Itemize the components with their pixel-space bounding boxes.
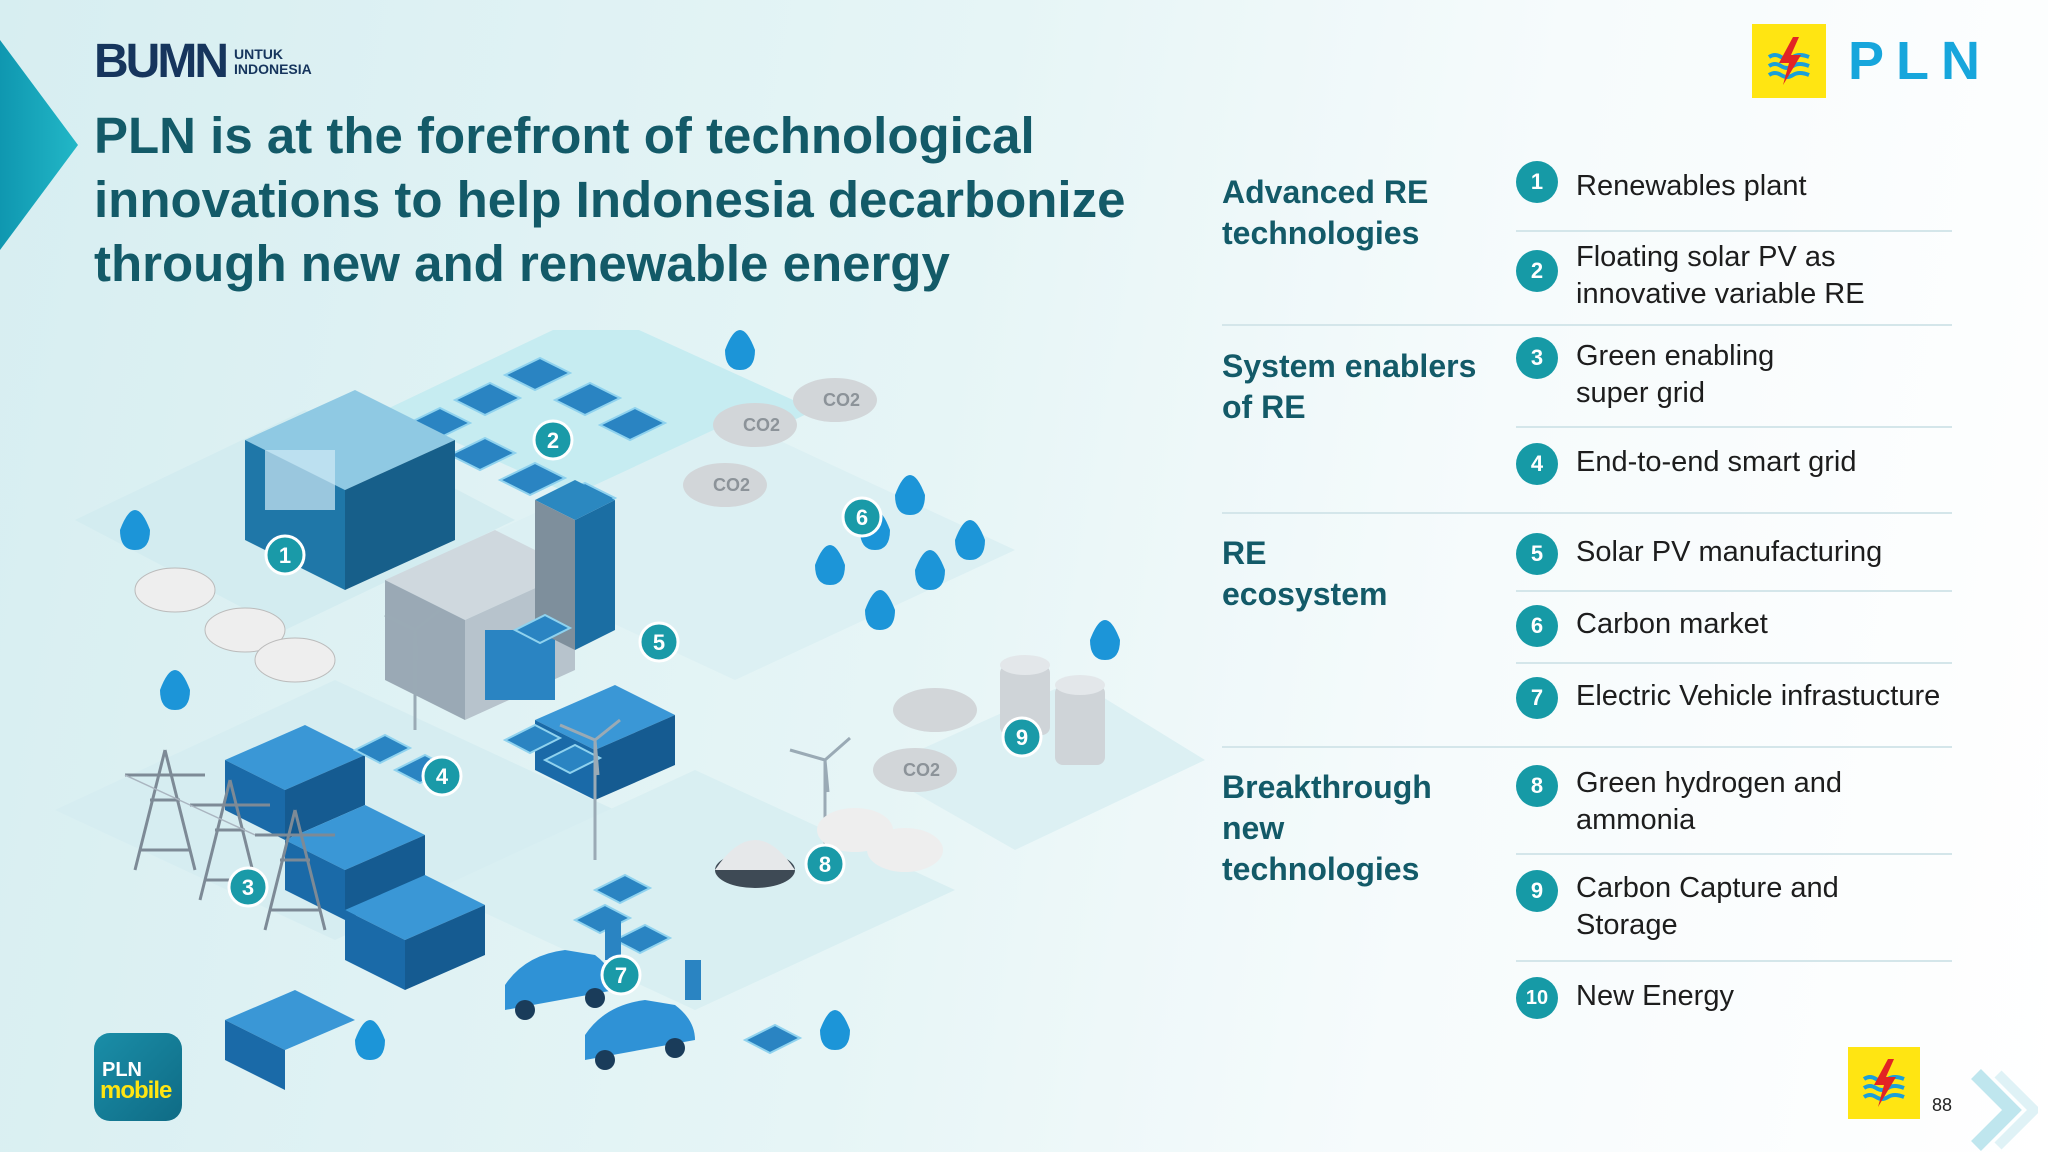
category-system-enablers: System enablers of RE [1222, 348, 1477, 425]
bumn-logo-subtitle: UNTUK INDONESIA [234, 47, 312, 77]
pln-mobile-line1: PLN [102, 1059, 142, 1081]
energy-ecosystem-illustration: CO2 CO2 CO2 CO2 [55, 330, 1205, 1090]
marker-6: 6 [841, 496, 883, 538]
item-number-badge: 1 [1516, 161, 1558, 203]
next-slide-chevron-icon [1971, 1069, 2038, 1151]
category-re-ecosystem: RE ecosystem [1222, 535, 1388, 612]
category-advanced-re: Advanced RE technologies [1222, 174, 1429, 251]
item-number-badge: 5 [1516, 533, 1558, 575]
pln-lightning-icon-small [1848, 1047, 1920, 1119]
bumn-sub-line2: INDONESIA [233, 61, 312, 77]
item-number-badge: 9 [1516, 870, 1558, 912]
marker-7: 7 [600, 954, 642, 996]
item-ev-infrastructure: Electric Vehicle infrastucture [1576, 680, 1941, 712]
item-solar-pv-manufacturing: Solar PV manufacturing [1576, 536, 1883, 568]
solar-panels [352, 613, 803, 1055]
item-number-badge: 7 [1516, 677, 1558, 719]
item-number-badge: 8 [1516, 765, 1558, 807]
item-divider [1516, 662, 1952, 664]
solar-factory [385, 480, 615, 720]
ev-chargers [605, 920, 701, 1000]
item-divider [1516, 960, 1952, 962]
trees [120, 330, 1120, 1060]
co2-label: CO2 [713, 475, 750, 495]
pln-lightning-icon [1752, 24, 1826, 98]
bumn-sub-line1: UNTUK [233, 46, 283, 62]
slide-title: PLN is at the forefront of technological… [94, 107, 1126, 292]
marker-1-label: 1 [279, 543, 291, 568]
co2-label: CO2 [743, 415, 780, 435]
marker-8-label: 8 [819, 852, 831, 877]
hydrogen-facility [715, 808, 943, 888]
carbon-capture-tanks [1000, 655, 1105, 765]
pln-mobile-line2: mobile [100, 1077, 172, 1104]
item-number-badge: 3 [1516, 337, 1558, 379]
wind-turbines [384, 608, 851, 870]
category-divider [1222, 512, 1952, 514]
category-divider [1222, 746, 1952, 748]
marker-7-label: 7 [615, 963, 627, 988]
battery-storage-units [225, 685, 675, 1090]
marker-3-label: 3 [242, 875, 254, 900]
item-divider [1516, 853, 1952, 855]
decorative-chevron [0, 40, 78, 250]
marker-1: 1 [264, 534, 306, 576]
item-number-badge: 10 [1516, 977, 1558, 1019]
page-number: 88 [1932, 1095, 1953, 1115]
co2-clouds [683, 378, 977, 792]
item-divider [1516, 230, 1952, 232]
item-smart-grid: End-to-end smart grid [1576, 446, 1857, 478]
marker-9: 9 [1001, 716, 1043, 758]
item-number-badge: 6 [1516, 605, 1558, 647]
bumn-logo: BUMN UNTUK INDONESIA [94, 35, 312, 88]
item-new-energy: New Energy [1576, 980, 1734, 1012]
marker-2-label: 2 [547, 428, 559, 453]
item-carbon-capture: Carbon Capture and Storage [1576, 872, 1839, 941]
bumn-logo-word: BUMN [94, 35, 229, 88]
pln-logo: PLN [1752, 24, 1992, 98]
marker-9-label: 9 [1016, 725, 1028, 750]
marker-8: 8 [804, 843, 846, 885]
marker-4-label: 4 [436, 764, 449, 789]
marker-5-label: 5 [653, 630, 665, 655]
item-renewables-plant: Renewables plant [1576, 170, 1807, 202]
category-breakthrough: Breakthrough new technologies [1222, 769, 1432, 887]
item-super-grid: Green enabling super grid [1576, 340, 1775, 409]
marker-6-label: 6 [856, 505, 868, 530]
item-number-badge: 2 [1516, 250, 1558, 292]
pln-mobile-app-icon: PLN mobile [94, 1033, 182, 1121]
marker-2: 2 [532, 419, 574, 461]
electric-cars [505, 950, 695, 1070]
marker-4: 4 [421, 755, 463, 797]
marker-5: 5 [638, 621, 680, 663]
item-green-hydrogen: Green hydrogen and ammonia [1576, 767, 1843, 836]
item-divider [1516, 590, 1952, 592]
co2-label: CO2 [903, 760, 940, 780]
category-divider [1222, 324, 1952, 326]
item-carbon-market: Carbon market [1576, 608, 1768, 640]
item-floating-solar: Floating solar PV as innovative variable… [1576, 241, 1865, 310]
item-divider [1516, 426, 1952, 428]
marker-3: 3 [227, 866, 269, 908]
illustration-markers: 1 2 3 4 5 6 7 8 9 [227, 419, 1043, 996]
co2-label: CO2 [823, 390, 860, 410]
generators [134, 567, 336, 683]
item-number-badge: 4 [1516, 443, 1558, 485]
pln-logo-word: PLN [1848, 31, 1992, 91]
